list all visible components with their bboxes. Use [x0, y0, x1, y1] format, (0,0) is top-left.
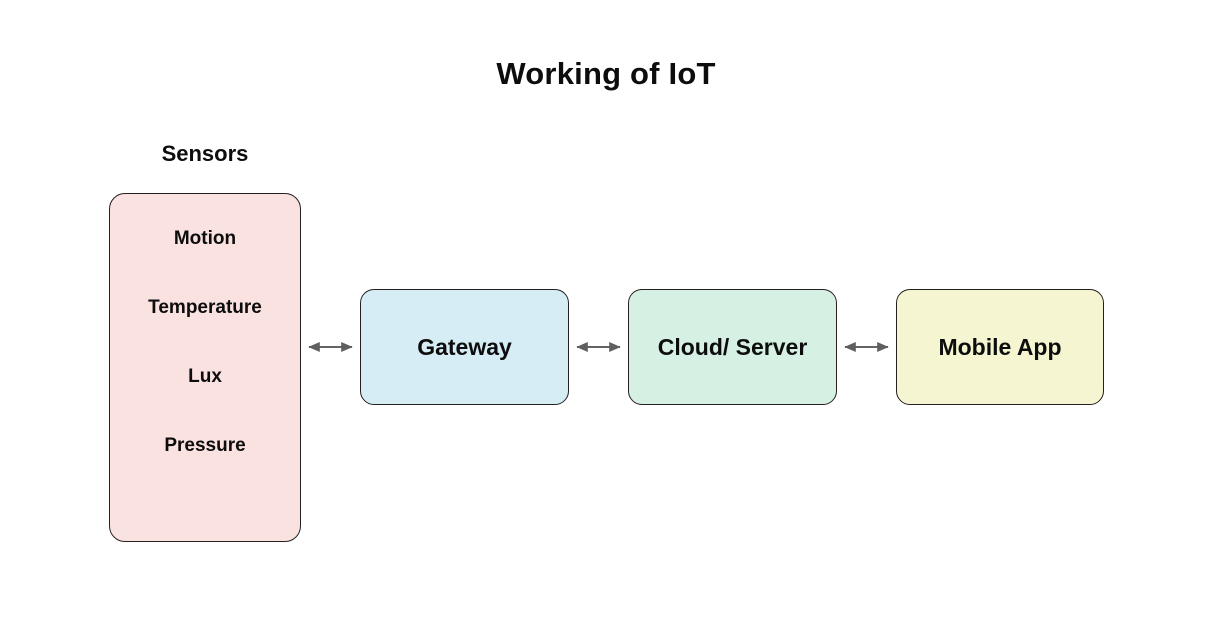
node-gateway[interactable]: Gateway — [360, 289, 569, 405]
connector-gateway-cloud — [569, 335, 628, 359]
sensor-item-pressure: Pressure — [164, 435, 246, 456]
sensor-item-motion: Motion — [173, 228, 237, 249]
node-mobile-app[interactable]: Mobile App — [896, 289, 1104, 405]
node-mobile-app-label: Mobile App — [938, 333, 1062, 360]
node-cloud-server-label: Cloud/ Server — [657, 333, 808, 360]
node-sensors[interactable]: Motion Temperature Lux Pressure — [109, 193, 301, 542]
node-gateway-label: Gateway — [417, 333, 512, 360]
page-title: Working of IoT — [496, 56, 716, 91]
connector-cloud-mobile — [837, 335, 896, 359]
connector-sensors-gateway — [301, 335, 360, 359]
sensor-item-lux: Lux — [188, 366, 222, 387]
sensors-group-label: Sensors — [161, 141, 249, 166]
node-cloud-server[interactable]: Cloud/ Server — [628, 289, 837, 405]
sensor-item-temperature: Temperature — [148, 297, 262, 318]
